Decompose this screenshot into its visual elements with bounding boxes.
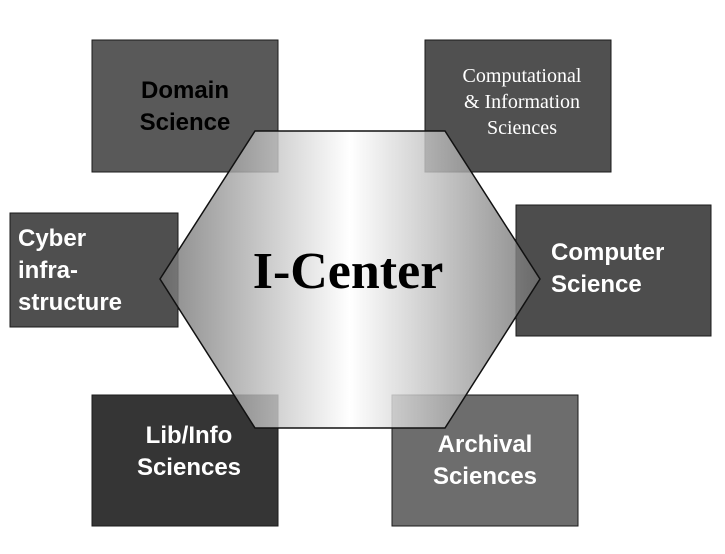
cyberinfrastructure-label-line: infra- <box>18 257 78 284</box>
i-center-label: I-Center <box>253 243 444 300</box>
lib-info-sciences-label-line: Sciences <box>137 454 241 481</box>
domain-science-label-line: Domain <box>141 77 229 104</box>
computer-science-label-line: Computer <box>551 239 664 266</box>
computational-information-sciences-label-line: & Information <box>464 91 580 113</box>
computational-information-sciences-label-line: Computational <box>463 65 582 87</box>
lib-info-sciences-label-line: Lib/Info <box>146 422 233 449</box>
computational-information-sciences-label-line: Sciences <box>487 117 557 139</box>
cyberinfrastructure-box <box>9 212 179 328</box>
cyberinfrastructure-label-line: structure <box>18 289 122 316</box>
computer-science-box <box>515 204 712 337</box>
computer-science-label-line: Science <box>551 271 642 298</box>
i-center-hexagon <box>159 130 541 429</box>
domain-science-label-line: Science <box>140 109 231 136</box>
cyberinfrastructure-label-line: Cyber <box>18 225 86 252</box>
cyberinfrastructure-label: Cyber infra-structure <box>18 225 122 316</box>
archival-sciences-label-line: Archival <box>438 431 533 458</box>
archival-sciences-label-line: Sciences <box>433 463 537 490</box>
